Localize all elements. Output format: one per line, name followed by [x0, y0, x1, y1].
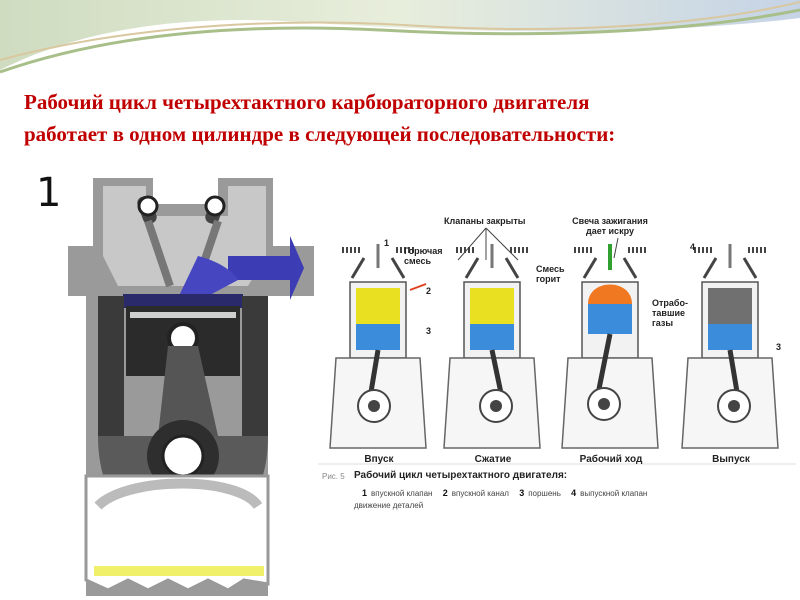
- label-4: 4: [690, 242, 696, 252]
- label-valves-closed: Клапаны закрыты: [444, 216, 526, 226]
- title-line-2: работает в одном цилиндре в следующей по…: [24, 122, 616, 146]
- phase-intake: Впуск: [364, 454, 394, 465]
- label-exhaust-line2: тавшие: [652, 308, 685, 318]
- legend-text-1: впускной клапан: [371, 489, 433, 498]
- phase-exhaust: Выпуск: [712, 454, 750, 465]
- legend-text-4: выпускной клапан: [580, 489, 648, 498]
- cylinder-intake: [329, 244, 427, 449]
- legend-text-3: поршень: [528, 489, 561, 498]
- decorative-banner: [0, 0, 800, 80]
- title-line-1: Рабочий цикл четырехтактного карбюраторн…: [24, 90, 590, 114]
- label-exhaust-gases: Отрабо- тавшие газы: [652, 298, 688, 328]
- label-mix-burns: Смесь горит: [536, 264, 565, 284]
- label-fuel-mix-line2: смесь: [404, 256, 432, 266]
- chamber: [470, 288, 514, 324]
- label-spark-plug-line2: дает искру: [586, 226, 634, 236]
- phase-power: Рабочий ход: [579, 454, 643, 465]
- phase-compression: Сжатие: [474, 454, 512, 465]
- four-stroke-drawing: [318, 208, 796, 518]
- label-mix-burns-line2: горит: [536, 274, 561, 284]
- chamber: [588, 284, 632, 304]
- legend-num-1: 1: [362, 488, 368, 498]
- cylinder-compression: [443, 244, 541, 449]
- diagram-caption: Рабочий цикл четырехтактного двигателя:: [354, 470, 568, 481]
- four-stroke-panel: Клапаны закрыты Свеча зажигания дает иск…: [318, 208, 796, 518]
- cylinder-exhaust: [681, 244, 779, 449]
- label-exhaust-line1: Отрабо-: [652, 298, 688, 308]
- legend-num-2: 2: [442, 488, 448, 498]
- legend-motion: движение деталей: [354, 501, 424, 510]
- figure-label: Рис. 5: [322, 472, 345, 481]
- chamber: [356, 288, 400, 324]
- label-fuel-mix-line1: Горючая: [404, 246, 443, 256]
- label-3-left: 3: [426, 326, 432, 336]
- label-exhaust-line3: газы: [652, 318, 674, 328]
- figure-number: 1: [36, 170, 62, 216]
- label-fuel-mix: Горючая смесь: [404, 246, 442, 266]
- engine-cross-section: [68, 178, 314, 596]
- label-2: 2: [426, 286, 432, 296]
- legend-text-2: впускной канал: [451, 489, 509, 498]
- legend-num-3: 3: [519, 488, 525, 498]
- label-spark-plug: Свеча зажигания дает искру: [562, 216, 658, 236]
- label-spark-plug-line1: Свеча зажигания: [572, 216, 648, 226]
- cylinder-power: [561, 244, 659, 449]
- intake-arrow: [228, 236, 304, 300]
- label-3-right: 3: [776, 342, 782, 352]
- chamber: [708, 288, 752, 324]
- label-1: 1: [384, 238, 390, 248]
- slide-title: Рабочий цикл четырехтактного карбюраторн…: [24, 86, 784, 150]
- label-mix-burns-line1: Смесь: [536, 264, 565, 274]
- legend-num-4: 4: [571, 488, 577, 498]
